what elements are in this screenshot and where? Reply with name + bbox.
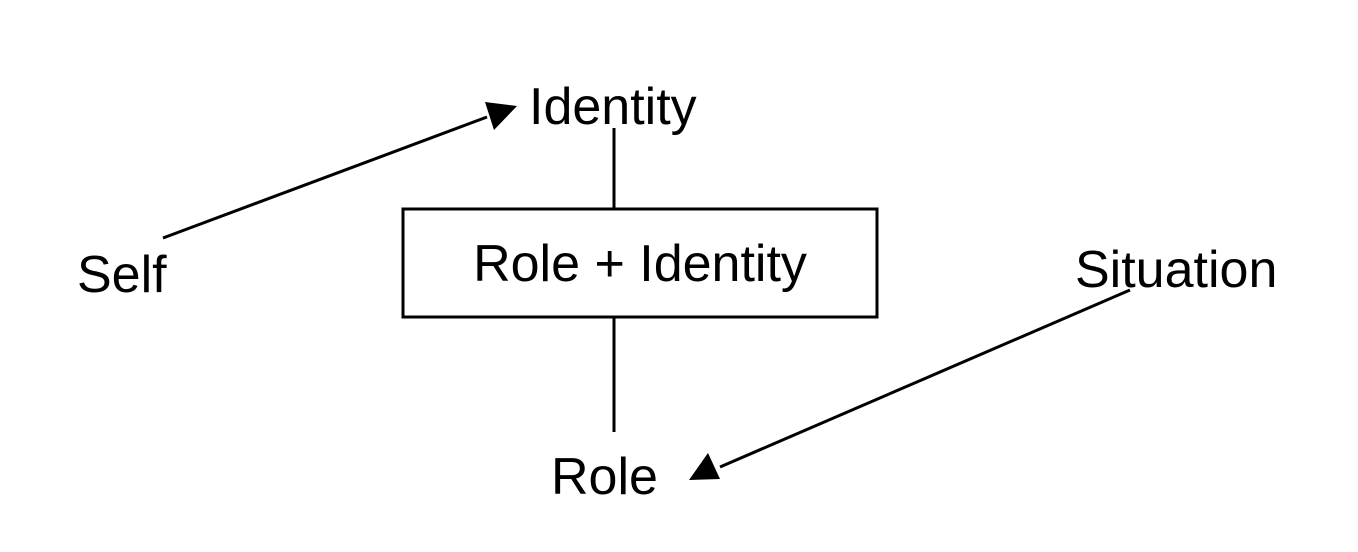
node-self: Self	[77, 246, 167, 304]
arrow-self-to-identity	[162, 115, 488, 240]
node-role: Role	[551, 448, 658, 506]
node-role-identity: Role + Identity	[473, 235, 807, 293]
node-situation: Situation	[1075, 241, 1277, 299]
arrow-situation-to-role	[719, 288, 1131, 469]
arrowhead-identity	[485, 102, 517, 130]
arrowhead-role	[689, 453, 720, 480]
node-identity: Identity	[529, 78, 697, 136]
role-identity-box	[401, 207, 879, 319]
